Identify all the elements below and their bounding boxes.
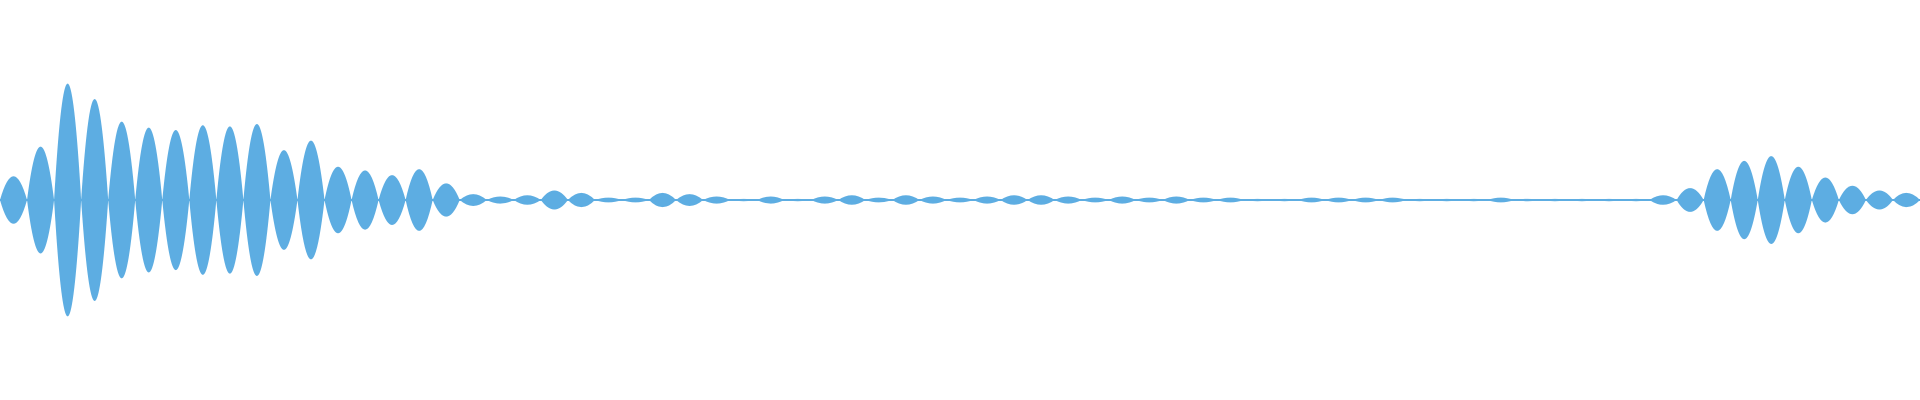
waveform-center-line	[0, 199, 1920, 201]
waveform-lobes	[0, 83, 1920, 317]
